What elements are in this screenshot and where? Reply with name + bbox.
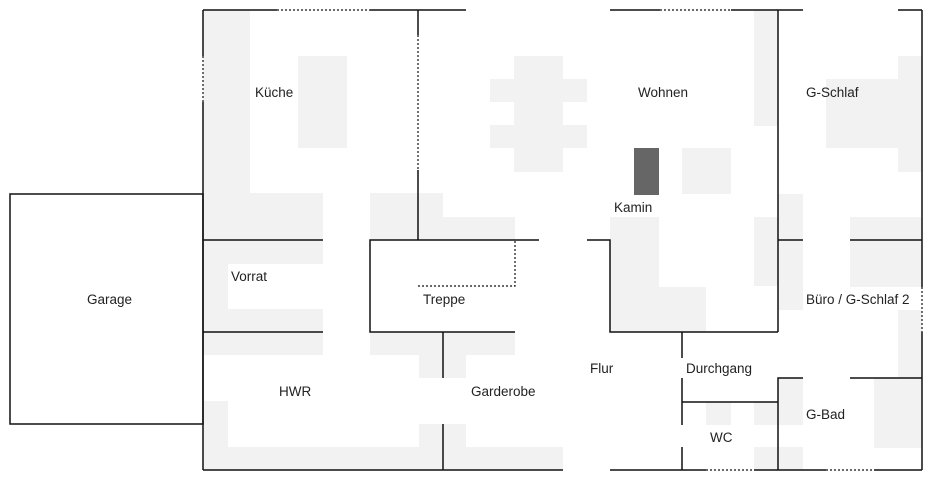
wardrobe-bottom-2 [466, 447, 563, 470]
hall-cabinet [370, 193, 443, 240]
dining-chair [563, 125, 587, 148]
armchair [682, 148, 731, 194]
label-vorrat: Vorrat [231, 269, 267, 284]
room-labels: Küche Wohnen G-Schlaf Kamin Vorrat Garag… [87, 85, 910, 445]
living-cabinet [754, 10, 778, 126]
dining-chair [490, 125, 514, 148]
hall-cabinet-2 [443, 217, 515, 240]
label-garderobe: Garderobe [471, 384, 536, 399]
label-flur: Flur [590, 361, 614, 376]
fireplace [634, 148, 659, 195]
pantry-shelf-bottom [203, 309, 323, 332]
dining-table [514, 56, 563, 172]
kitchen-counter-bottom [203, 193, 323, 240]
sofa-corner [659, 287, 706, 332]
stair-outline [418, 240, 516, 287]
label-wohnen: Wohnen [638, 85, 688, 100]
label-hwr: HWR [279, 384, 311, 399]
living-shelf [754, 217, 778, 286]
bath-shower [874, 378, 922, 448]
label-kueche: Küche [255, 85, 293, 100]
label-kamin: Kamin [614, 200, 652, 215]
guest-wardrobe [778, 194, 803, 310]
utility-shelf-bottom [203, 447, 419, 470]
office-desk [898, 310, 922, 378]
label-wc: WC [710, 430, 733, 445]
furniture [203, 10, 922, 470]
dining-chair [490, 79, 514, 102]
label-garage: Garage [87, 292, 132, 307]
bath-sink [778, 378, 803, 425]
label-g-bad: G-Bad [806, 407, 845, 422]
guest-bed-head [898, 56, 922, 172]
living-wall [587, 239, 778, 333]
wc-sink [706, 402, 731, 425]
utility-shelf-top [203, 332, 323, 355]
walls [9, 9, 923, 471]
sofa [610, 217, 659, 332]
garage-wall [9, 193, 204, 425]
bath-fixture [754, 402, 778, 425]
label-g-schlaf: G-Schlaf [806, 85, 859, 100]
bath-wall [777, 377, 922, 470]
label-durchgang: Durchgang [686, 361, 752, 376]
kitchen-island [298, 56, 347, 148]
dining-chair [563, 79, 587, 102]
guest-shelf [850, 217, 922, 287]
label-treppe: Treppe [423, 292, 465, 307]
label-buero: Büro / G-Schlaf 2 [806, 292, 910, 307]
